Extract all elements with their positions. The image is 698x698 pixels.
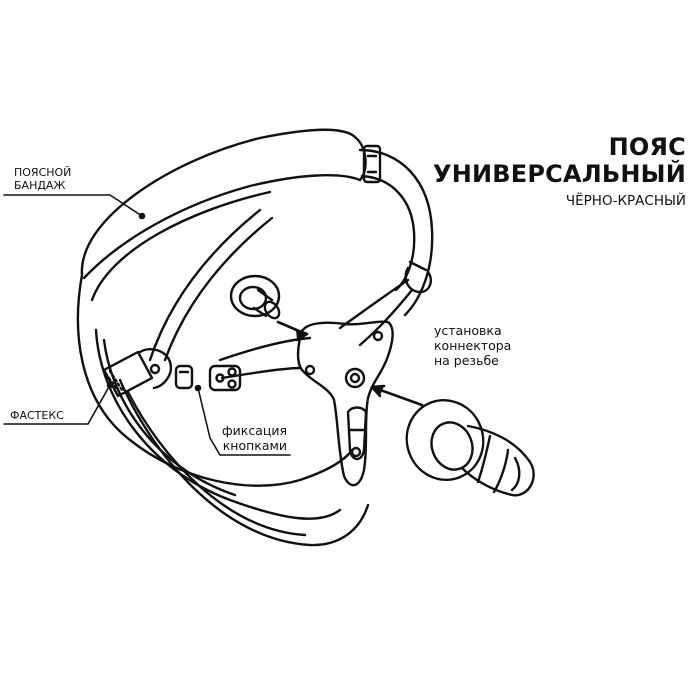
connector-plug-drawing [229, 274, 281, 320]
connector-install-label: установка коннектора на резьбе [434, 323, 512, 368]
snap-fixation-label-line2: кнопками [222, 437, 288, 453]
title-line2: УНИВЕРСАЛЬНЫЙ [432, 159, 686, 188]
subtitle: ЧЁРНО-КРАСНЫЙ [565, 192, 686, 209]
waist-band-label-line2: БАНДАЖ [14, 178, 66, 192]
snap-fixation-label: фиксация кнопками [222, 423, 288, 454]
arrows [276, 320, 424, 407]
fastex-label: ФАСТЕКС [10, 409, 64, 422]
connector-install-label-line3: на резьбе [434, 352, 499, 368]
waist-band-label: ПОЯСНОЙ БАНДАЖ [14, 166, 72, 193]
callout-lines [3, 194, 291, 456]
front-plate-drawing [296, 320, 394, 487]
snap-tab-drawing [208, 364, 242, 392]
title-line1: ПОЯС [608, 133, 686, 161]
title-block: ПОЯС УНИВЕРСАЛЬНЫЙ ЧЁРНО-КРАСНЫЙ [433, 134, 686, 210]
connector-install-label-line1: установка [434, 323, 502, 338]
connector-install-label-line2: коннектора [434, 337, 512, 353]
snap-fixation-label-line1: фиксация [222, 423, 288, 438]
waist-band-label-line1: ПОЯСНОЙ [14, 166, 72, 179]
waist-band-drawing [76, 128, 434, 547]
attachment-drawing [405, 399, 535, 497]
fastex-buckle-drawing [102, 348, 194, 398]
